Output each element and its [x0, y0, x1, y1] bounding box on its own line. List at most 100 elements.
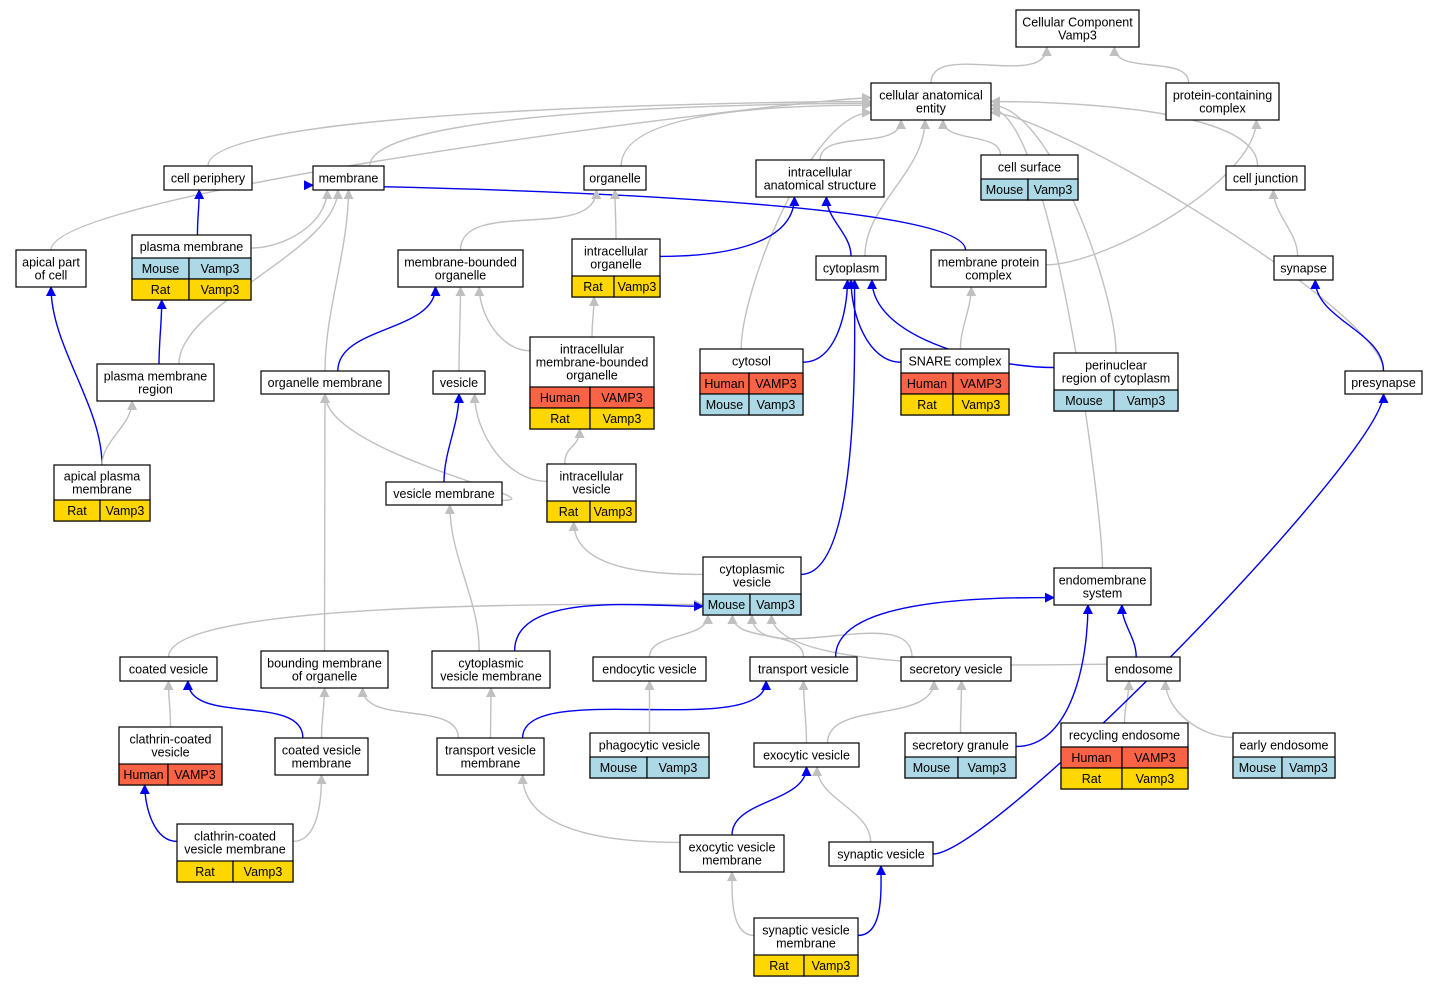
- node-title-line: region: [138, 383, 173, 397]
- edge-secv-to-cv: [747, 614, 913, 658]
- node-syn[interactable]: synapse: [1273, 255, 1334, 281]
- node-title-line: apical part: [22, 256, 80, 270]
- edge-pm-to-cp: [194, 189, 205, 236]
- node-om[interactable]: organelle membrane: [260, 370, 390, 395]
- node-title-line: membrane: [319, 172, 379, 186]
- edge-sg-to-secv: [956, 680, 967, 734]
- edge-covm-to-bmo: [319, 687, 330, 739]
- node-ves[interactable]: vesicle: [432, 370, 486, 395]
- node-title-line: cytoplasmic: [719, 563, 784, 577]
- node-cyto[interactable]: cytoplasm: [815, 255, 887, 281]
- node-mem[interactable]: membrane: [312, 165, 385, 191]
- gene-label: VAMP3: [601, 391, 642, 405]
- node-cp[interactable]: cell periphery: [163, 165, 253, 191]
- species-label: Mouse: [708, 598, 746, 612]
- node-title-line: perinuclear: [1085, 359, 1147, 373]
- node-title-line: secretory granule: [912, 739, 1009, 753]
- species-label: Rat: [559, 505, 579, 519]
- edge-re-to-endo: [1123, 680, 1134, 724]
- node-endo[interactable]: endosome: [1106, 656, 1181, 682]
- gene-label: Vamp3: [1136, 772, 1175, 786]
- node-org[interactable]: organelle: [583, 165, 647, 191]
- node-coatv[interactable]: coated vesicle: [119, 656, 218, 682]
- node-title-line: intracellular: [788, 166, 852, 180]
- node-title-line: entity: [916, 102, 947, 116]
- node-box: [583, 165, 647, 191]
- node-title-line: synapse: [1280, 262, 1327, 276]
- node-title-line: endosome: [1114, 663, 1172, 677]
- node-title-line: of cell: [35, 269, 68, 283]
- node-tv[interactable]: transport vesicle: [749, 656, 858, 682]
- edge-cvm-to-cv: [513, 601, 704, 652]
- gene-label: Vamp3: [812, 959, 851, 973]
- node-title-line: protein-containing: [1173, 89, 1272, 103]
- edge-svm-to-exvm: [726, 871, 755, 937]
- node-title-line: membrane: [702, 854, 762, 868]
- node-title-line: SNARE complex: [908, 355, 1002, 369]
- node-imbo[interactable]: intracellularmembrane-boundedorganelleHu…: [529, 336, 655, 430]
- gene-cell: [232, 860, 294, 883]
- gene-label: VAMP3: [174, 768, 215, 782]
- node-synv[interactable]: synaptic vesicle: [828, 841, 934, 867]
- node-box: [1053, 567, 1152, 606]
- node-secv[interactable]: secretory vesicle: [900, 656, 1012, 682]
- edge-syn-to-cj: [1268, 189, 1299, 257]
- edge-mem-to-cae: [369, 98, 872, 167]
- node-exv[interactable]: exocytic vesicle: [753, 742, 860, 768]
- gene-label: Vamp3: [1289, 761, 1328, 775]
- gene-label: Vamp3: [1034, 183, 1073, 197]
- node-cj[interactable]: cell junction: [1225, 165, 1306, 191]
- node-box: [431, 650, 551, 689]
- node-title-line: plasma membrane: [104, 370, 208, 384]
- edge-cv-to-cyto: [800, 279, 860, 576]
- species-label: Mouse: [706, 398, 744, 412]
- edge-cae-to-cc: [930, 46, 1052, 84]
- edge-pcc-to-cc: [1109, 46, 1190, 84]
- node-box: [96, 363, 215, 402]
- node-title-line: exocytic vesicle: [689, 841, 776, 855]
- gene-label: Vamp3: [757, 398, 796, 412]
- species-label: Mouse: [1239, 761, 1277, 775]
- gene-cell: [1121, 767, 1189, 790]
- species-label: Rat: [583, 280, 603, 294]
- node-endv[interactable]: endocytic vesicle: [592, 656, 707, 682]
- node-title-line: intracellular: [560, 470, 624, 484]
- edge-apc-to-cae: [50, 92, 872, 251]
- edge-synv-to-exv: [812, 766, 872, 843]
- node-vm[interactable]: vesicle membrane: [385, 481, 503, 506]
- node-pre[interactable]: presynapse: [1344, 370, 1423, 395]
- node-title-line: organelle: [590, 258, 641, 272]
- node-title-line: synaptic vesicle: [837, 848, 925, 862]
- node-title-line: cytoplasmic: [458, 657, 523, 671]
